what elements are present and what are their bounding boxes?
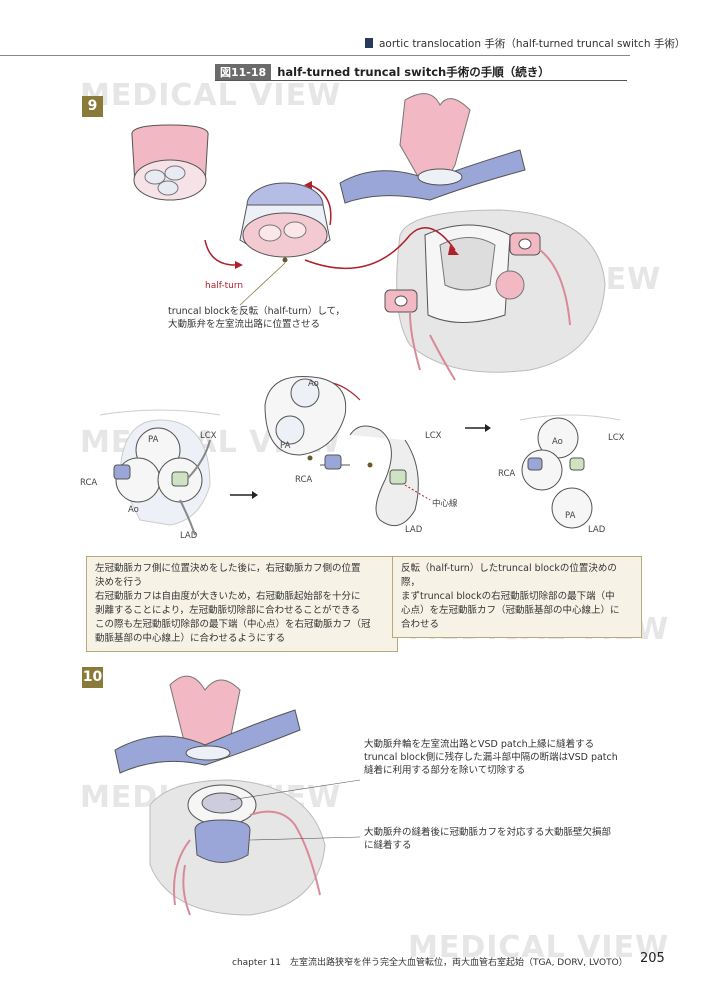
- aortic-root-after: Ao PA LCX RCA LAD: [498, 414, 625, 535]
- step-10-annotation-2: 大動脈弁の縫着後に冠動脈カフを対応する大動脈壁欠損部 に縫着する: [364, 827, 612, 851]
- vein-illustration: [339, 149, 526, 204]
- aortic-root-before: PA Ao LCX RCA LAD: [80, 409, 221, 541]
- step-9-note-left: 左冠動脈カフ側に位置決めをした後に，右冠動脈カフ側の位置 決めを行う 右冠動脈カ…: [86, 556, 398, 652]
- step-9-lower-diagrams: PA Ao LCX RCA LAD Ao PA RCA LCX LAD 中心線: [80, 376, 625, 541]
- rotate-arrow-left-icon: [204, 239, 236, 266]
- figure-title: 図11-18 half-turned truncal switch手術の手順（続き…: [215, 64, 550, 80]
- label-ao: Ao: [128, 505, 139, 515]
- svg-text:Ao: Ao: [552, 437, 563, 447]
- header-marker: [365, 38, 373, 48]
- figure-title-text: half-turned truncal switch手術の手順（続き）: [277, 65, 550, 79]
- figure-rule: [215, 80, 627, 81]
- vein-illustration: [114, 709, 301, 774]
- svg-text:LCX: LCX: [425, 431, 442, 441]
- running-header: aortic translocation 手術（half-turned trun…: [365, 36, 685, 54]
- svg-text:RCA: RCA: [295, 475, 312, 485]
- next-arrow-icon: [252, 491, 258, 499]
- aortic-root-positioning: Ao PA RCA LCX LAD 中心線: [264, 376, 458, 535]
- step-9-note-right: 反転（half-turn）したtruncal blockの位置決めの際， まずt…: [392, 556, 642, 638]
- rotate-arrow-right-icon: [309, 184, 332, 226]
- footer-chapter: chapter 11 左室流出路狭窄を伴う完全大血管転位，両大血管右室起始（TG…: [232, 958, 628, 968]
- label-rca: RCA: [80, 478, 97, 488]
- truncal-block-half-turned: [239, 182, 331, 263]
- step-10-badge: 10: [82, 667, 103, 688]
- step-10-annotation-1: 大動脈弁輪を左室流出路とVSD patch上縁に縫着する truncal blo…: [364, 739, 618, 776]
- svg-text:LCX: LCX: [608, 433, 625, 443]
- watermark: MEDICAL VIEW: [80, 78, 342, 113]
- label-lad: LAD: [180, 531, 198, 541]
- header-rule: [0, 55, 630, 56]
- svg-text:LAD: LAD: [588, 525, 606, 535]
- svg-text:PA: PA: [565, 511, 576, 521]
- step-10-illustration: [114, 675, 361, 916]
- figure-number: 図11-18: [215, 64, 272, 80]
- svg-text:LAD: LAD: [405, 525, 423, 535]
- watermark: MEDICAL VIEW: [408, 930, 670, 965]
- svg-text:PA: PA: [280, 441, 291, 451]
- label-pa: PA: [148, 435, 159, 445]
- truncal-block-original: [131, 124, 209, 201]
- step-9-annotation: truncal blockを反転（half-turn）して， 大動脈弁を左室流出…: [168, 306, 345, 330]
- step-9-badge: 9: [82, 96, 103, 117]
- label-lcx: LCX: [200, 431, 217, 441]
- translocation-arrow-icon: [304, 226, 456, 270]
- label-center-line: 中心線: [432, 498, 458, 509]
- header-text: aortic translocation 手術（half-turned trun…: [379, 38, 686, 50]
- svg-text:Ao: Ao: [308, 379, 319, 389]
- half-turn-label: half-turn: [205, 281, 243, 291]
- page-number: 205: [640, 951, 665, 966]
- step-9-top-illustration: half-turn: [131, 93, 606, 381]
- next-arrow-icon: [485, 424, 491, 432]
- svg-text:RCA: RCA: [498, 469, 515, 479]
